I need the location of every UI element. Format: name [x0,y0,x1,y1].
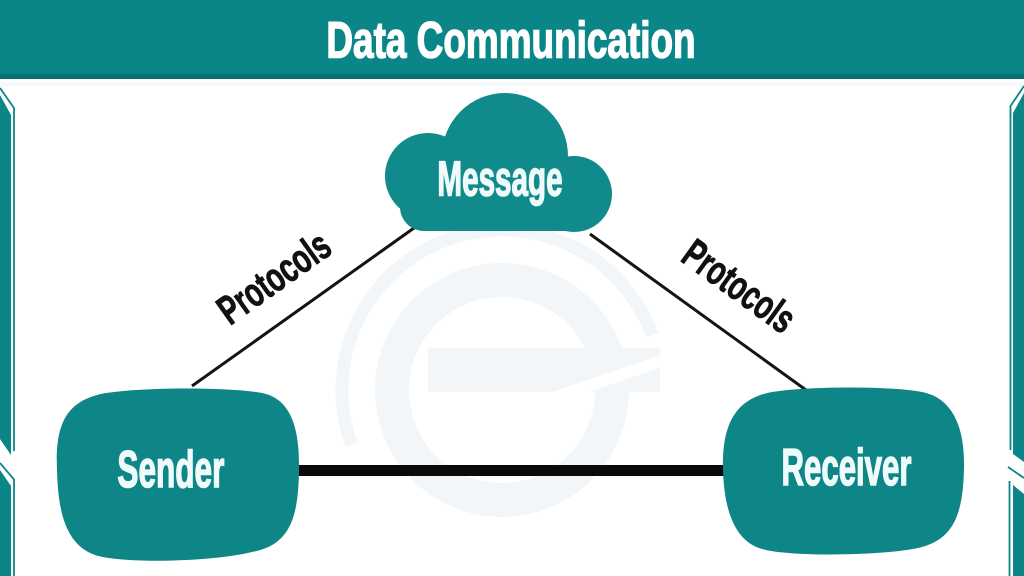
svg-text:Data Communication: Data Communication [326,13,695,69]
svg-text:Receiver: Receiver [782,439,912,497]
svg-text:Message: Message [437,151,562,207]
svg-text:Sender: Sender [117,441,224,499]
